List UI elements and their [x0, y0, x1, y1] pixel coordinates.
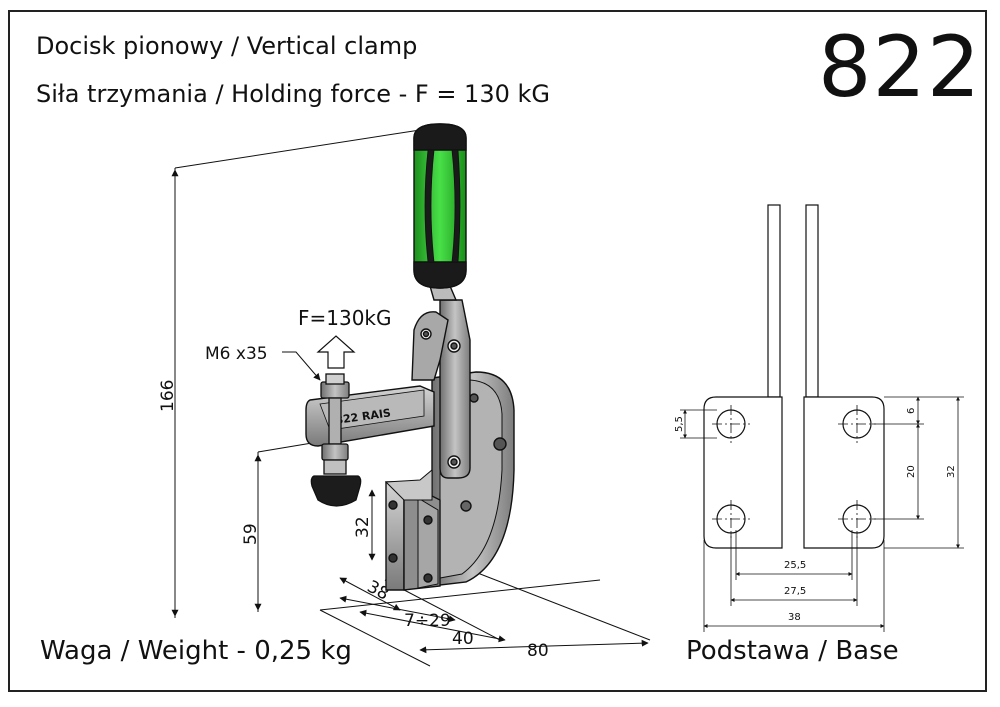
base-caption: Podstawa / Base — [686, 636, 899, 666]
clamp-spindle — [310, 373, 362, 507]
drawing-frame — [8, 10, 987, 692]
dim-length: 80 — [527, 641, 549, 661]
base-dim-hole: 5,5 — [674, 416, 685, 432]
dim-base-height: 32 — [353, 516, 373, 538]
force-label: F=130kG — [298, 306, 392, 330]
rubber-tip-icon — [310, 475, 362, 507]
dim-reach: 40 — [452, 629, 474, 649]
model-number: 822 — [818, 18, 982, 116]
base-dim-vspacing: 20 — [906, 465, 917, 478]
dimension-166: 166 — [158, 169, 179, 617]
dimension-32-clamp: 32 — [353, 489, 376, 561]
base-dim-width: 38 — [788, 612, 801, 623]
dimension-7-29: 7÷29 — [339, 595, 456, 631]
dim-spindle-height: 59 — [241, 523, 261, 545]
force-arrow-icon — [316, 335, 356, 369]
dimension-80: 80 — [419, 639, 649, 661]
base-dimensions — [680, 396, 964, 632]
clamp-handle — [413, 123, 467, 301]
title-line-1: Docisk pionowy / Vertical clamp — [36, 32, 418, 60]
weight-label: Waga / Weight - 0,25 kg — [40, 636, 352, 666]
screw-leader — [282, 351, 321, 381]
screw-label: M6 x35 — [205, 344, 268, 364]
base-dim-height: 32 — [946, 465, 957, 478]
dimension-59: 59 — [241, 454, 262, 611]
base-centerlines — [712, 405, 876, 538]
base-dim-inner: 25,5 — [784, 560, 806, 571]
base-dim-edge: 6 — [906, 408, 917, 414]
dim-height-total: 166 — [158, 380, 178, 412]
base-view — [703, 204, 885, 549]
clamp-links — [411, 299, 471, 479]
base-dim-outer: 27,5 — [784, 586, 806, 597]
title-line-2: Siła trzymania / Holding force - F = 130… — [36, 80, 550, 108]
